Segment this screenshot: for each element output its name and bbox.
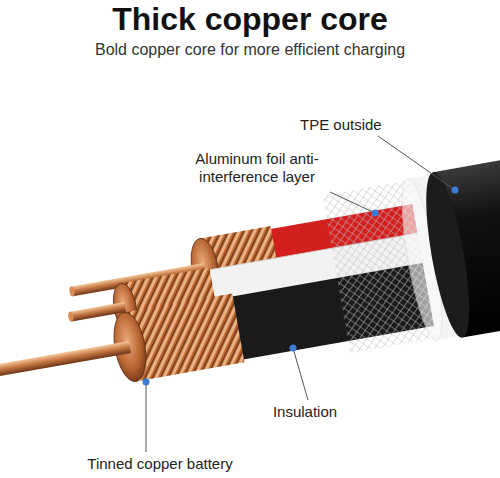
leader-dots [143,187,459,386]
part-label: TPE outside [300,116,440,134]
leader-line [146,382,147,452]
leader-dot [372,210,379,217]
tpe-jacket-end [417,169,478,340]
leader-lines [146,136,455,452]
part-label: Insulation [245,403,365,421]
leader-line [378,136,455,190]
copper-rod [0,341,131,377]
part-label: Tinned copper battery [40,455,280,473]
leader-dot [452,187,459,194]
leader-line [293,348,308,400]
part-label: Aluminum foil anti-interference layer [168,150,346,186]
leader-dot [143,379,150,386]
leader-dot [290,345,297,352]
copper-rod-end [68,311,75,322]
title: Thick copper core [0,0,500,38]
copper-rod-end [69,286,76,297]
subtitle: Bold copper core for more efficient char… [0,40,500,59]
leader-line [330,192,375,213]
cable-jacket [322,144,500,357]
